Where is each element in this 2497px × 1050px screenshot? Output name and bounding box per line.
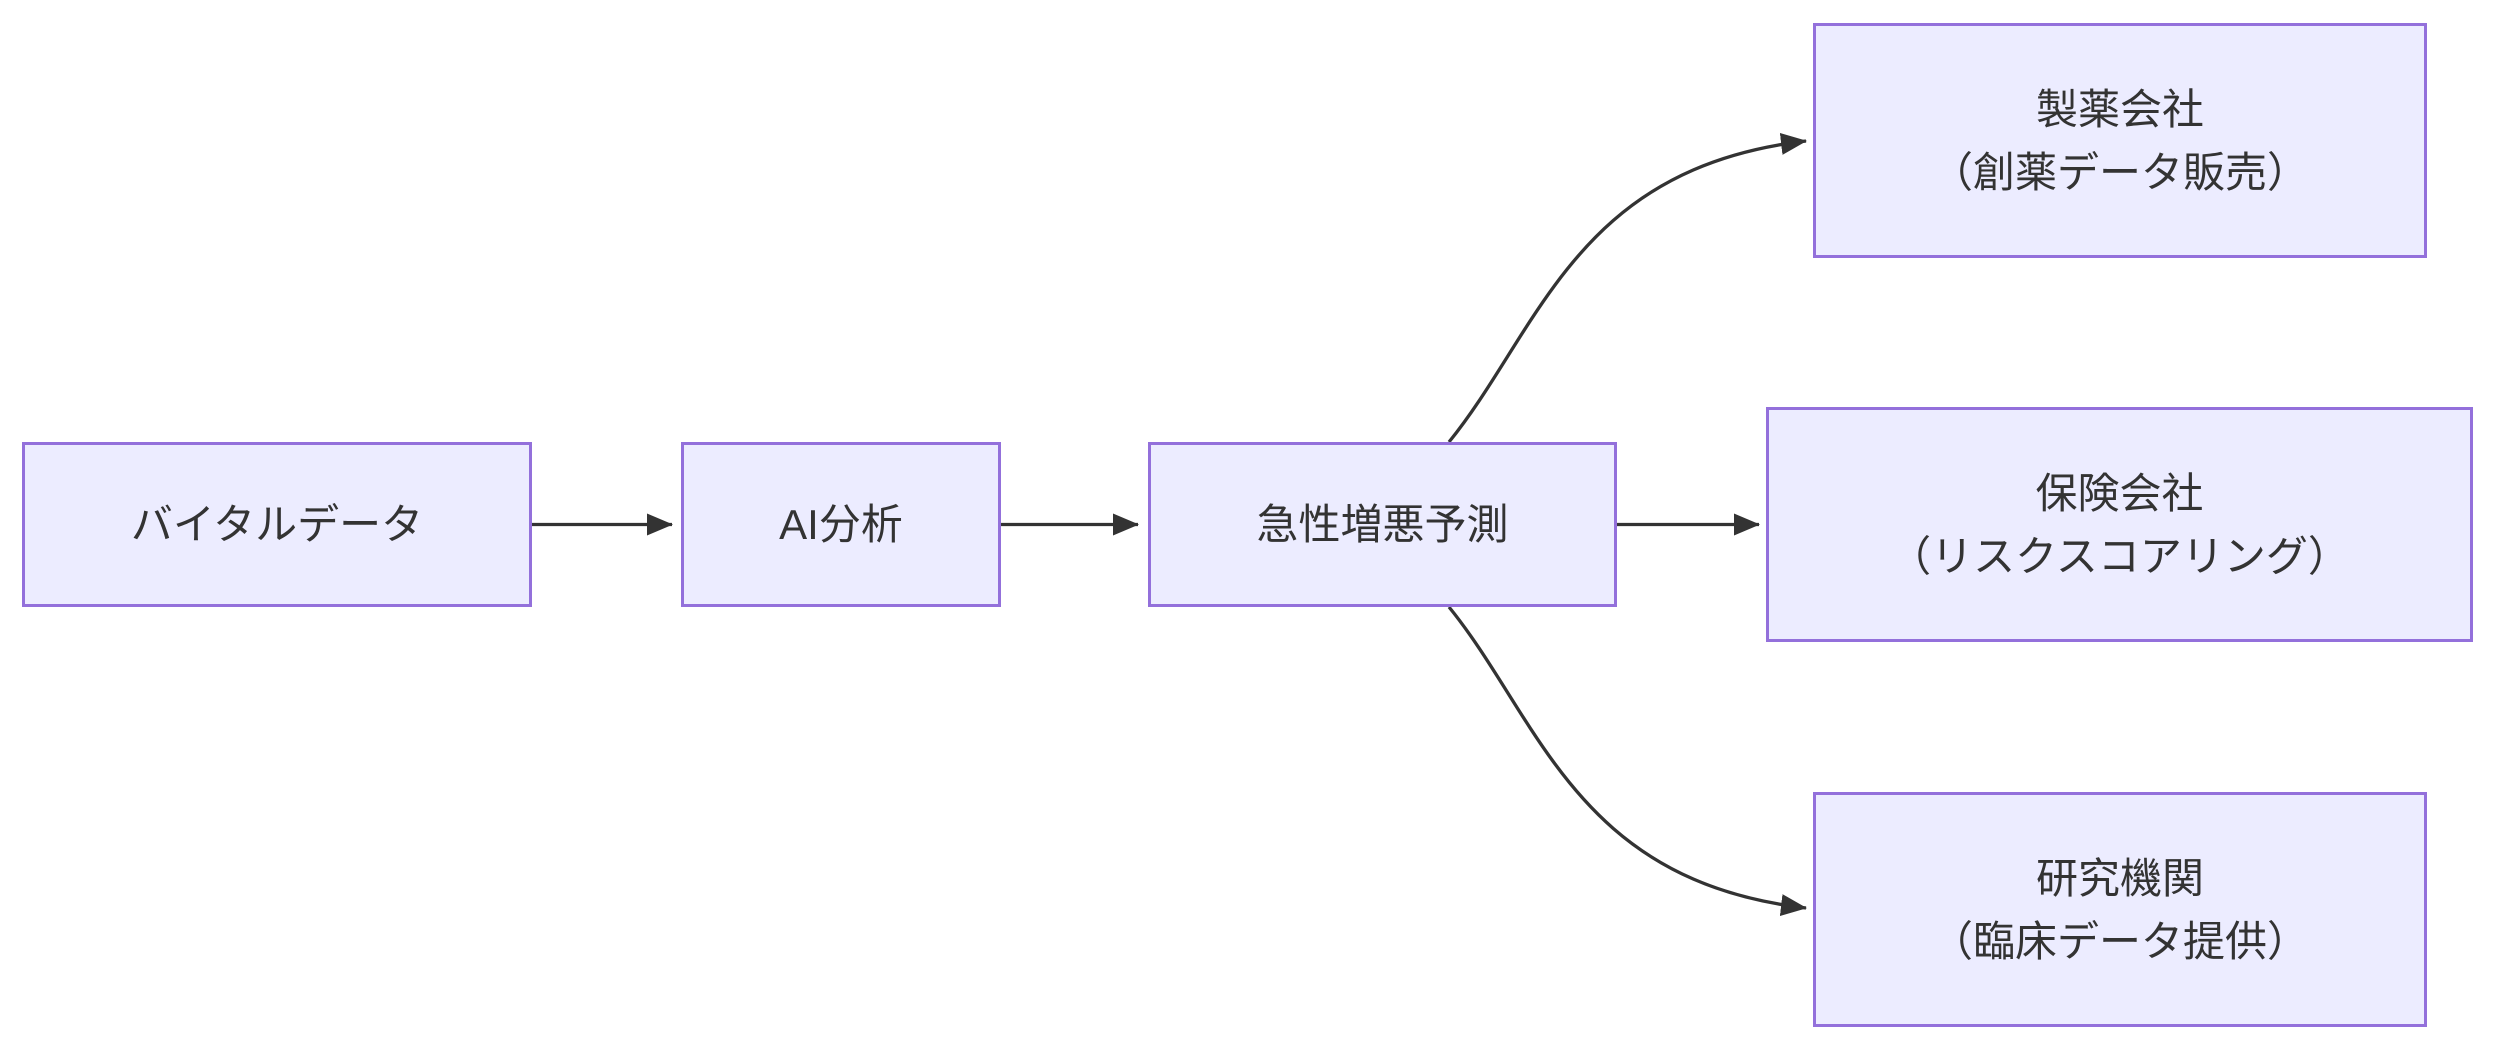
node-insurance-company-sublabel: （リスクスコアリング）: [1889, 532, 2350, 580]
node-insurance-company-label: 保険会社: [2035, 469, 2204, 517]
node-vital-data: バイタルデータ: [22, 442, 532, 607]
node-exacerbation-prediction: 急性増悪予測: [1148, 442, 1617, 607]
node-research-institution-label: 研究機関: [2035, 854, 2204, 902]
node-pharma-company-sublabel: （創薬データ販売）: [1930, 148, 2309, 196]
node-pharma-company: 製薬会社 （創薬データ販売）: [1813, 23, 2427, 258]
node-pharma-company-label: 製薬会社: [2035, 85, 2204, 133]
node-insurance-company: 保険会社 （リスクスコアリング）: [1766, 407, 2473, 642]
edge-predict-to-pharma: [1447, 132, 1807, 444]
node-research-institution-sublabel: （臨床データ提供）: [1930, 917, 2309, 965]
node-ai-analysis-label: AI分析: [779, 501, 903, 548]
node-research-institution: 研究機関 （臨床データ提供）: [1813, 792, 2427, 1027]
node-ai-analysis: AI分析: [681, 442, 1001, 607]
node-exacerbation-prediction-label: 急性増悪予測: [1256, 501, 1509, 548]
edge-predict-to-research: [1447, 605, 1807, 917]
node-vital-data-label: バイタルデータ: [130, 501, 424, 548]
